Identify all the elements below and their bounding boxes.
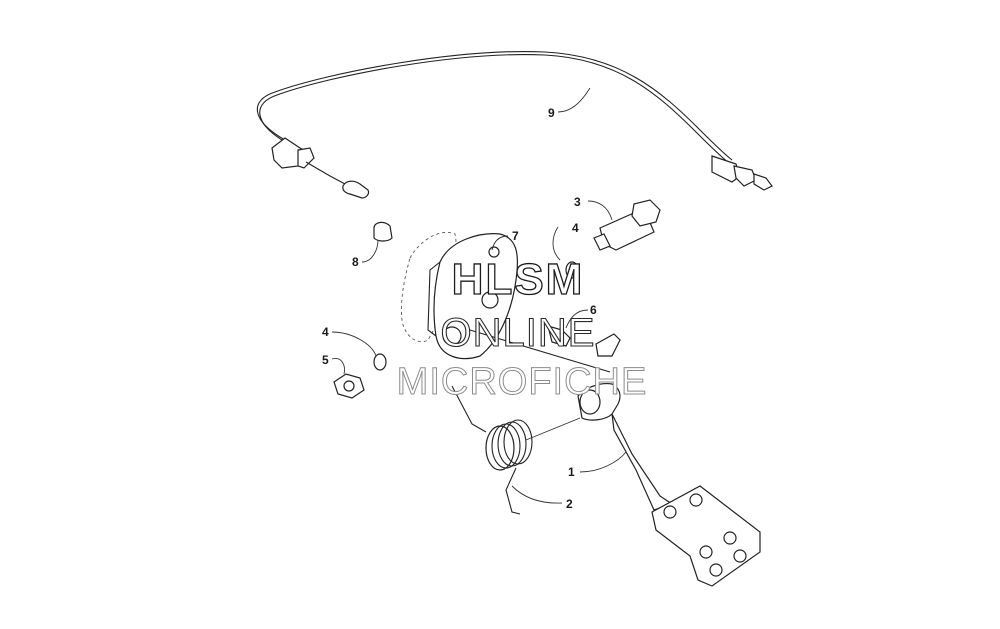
pivot-bolt-part-3 [593,199,661,251]
cable-part-9 [256,51,773,199]
spring-part-2 [451,385,581,515]
washer-part-4-lower [373,353,387,371]
watermark-line-1: HLSM [452,255,585,304]
callouts: 9 3 4 7 8 6 4 5 1 2 [322,106,597,511]
watermark: HLSM ONLINE MICROFICHE [396,254,648,403]
callout-3: 3 [574,195,581,209]
callout-6: 6 [590,303,597,317]
callout-7: 7 [512,229,519,243]
locknut-part-5 [333,373,365,399]
washer-part-4-upper [565,261,579,279]
callout-4-lower: 4 [322,325,329,339]
center-line [469,329,611,373]
bracket-part-7 [401,232,519,360]
callout-8: 8 [352,255,359,269]
leader-lines [331,87,627,504]
callout-9: 9 [548,106,555,120]
pedal-part-1 [577,333,761,587]
callout-4-upper: 4 [572,221,579,235]
bolt-part-6 [547,325,571,347]
watermark-line-2: ONLINE [441,311,596,355]
nut-part-8 [373,221,393,242]
callout-5: 5 [322,353,329,367]
callout-2: 2 [566,497,573,511]
watermark-line-3: MICROFICHE [397,361,648,403]
callout-1: 1 [568,465,575,479]
